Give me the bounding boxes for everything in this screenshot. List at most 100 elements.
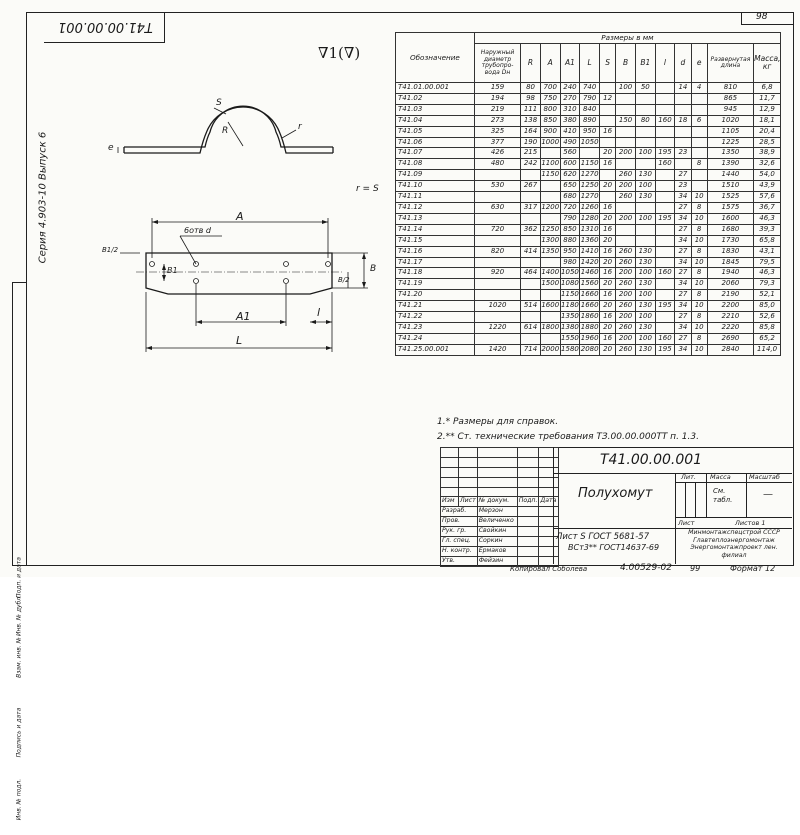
table-cell: 130 bbox=[634, 278, 656, 291]
table-cell: 1020 bbox=[706, 114, 755, 127]
part-title: Полухомут bbox=[578, 486, 653, 501]
table-cell: 1660 bbox=[579, 289, 600, 302]
title-vdivider bbox=[675, 473, 676, 564]
table-cell: 130 bbox=[634, 343, 656, 356]
table-cell: 6 bbox=[690, 114, 708, 127]
table-cell: 840 bbox=[579, 103, 600, 116]
table-cell: 1800 bbox=[539, 321, 561, 334]
sheet-frame bbox=[26, 12, 794, 566]
table-cell bbox=[654, 311, 676, 323]
row-designation: Т41.10 bbox=[395, 180, 475, 193]
table-cell: 950 bbox=[579, 125, 600, 138]
table-cell bbox=[654, 169, 676, 182]
table-cell bbox=[615, 125, 636, 138]
table-cell: 1940 bbox=[706, 267, 755, 280]
table-cell bbox=[654, 180, 676, 193]
dimensions-table: Обозначение Размеры в мм Наружный диамет… bbox=[395, 32, 782, 356]
footer-page: 99 bbox=[690, 564, 701, 573]
table-cell bbox=[634, 125, 656, 138]
table-cell: 16 bbox=[598, 332, 617, 345]
doc-number: Т41.00.00.001 bbox=[600, 452, 703, 468]
side-view-outer bbox=[124, 105, 333, 148]
table-cell: 270 bbox=[559, 92, 581, 105]
table-cell bbox=[473, 289, 522, 302]
row-designation: Т41.21 bbox=[395, 300, 475, 313]
table-cell: 2220 bbox=[706, 321, 755, 334]
table-cell: 100 bbox=[634, 180, 656, 193]
rotated-stamp: Т41.00.00.001 bbox=[44, 12, 165, 43]
signature-row: Гл. спец.Соркин bbox=[440, 536, 560, 547]
table-cell: 27 bbox=[674, 289, 692, 302]
row-designation: Т41.17 bbox=[395, 256, 475, 269]
strip-label-podpis: Подпись и дата bbox=[15, 707, 23, 758]
table-cell: 1260 bbox=[579, 201, 600, 214]
sheet-number: 98 bbox=[756, 12, 768, 22]
signature-header: Изм bbox=[440, 496, 459, 508]
table-cell bbox=[634, 201, 656, 214]
left-strip bbox=[12, 282, 27, 566]
table-cell: 80 bbox=[634, 114, 656, 127]
table-cell: 1100 bbox=[539, 158, 561, 171]
table-cell: 1350 bbox=[706, 147, 755, 160]
table-cell bbox=[674, 125, 692, 138]
table-cell: 85,8 bbox=[753, 321, 781, 334]
table-cell: 1460 bbox=[579, 267, 600, 280]
organization: Минмонтажспецстрой СССР Главтеплоэнергом… bbox=[688, 529, 780, 559]
table-cell bbox=[690, 169, 708, 182]
table-cell: 190 bbox=[520, 136, 541, 149]
mass-label: Масса bbox=[710, 473, 731, 481]
col-header: d bbox=[674, 43, 692, 83]
table-cell: 14 bbox=[674, 82, 692, 94]
table-cell: 1420 bbox=[473, 343, 522, 356]
table-cell: 1350 bbox=[539, 245, 561, 258]
table-cell bbox=[615, 136, 636, 149]
table-cell: 2080 bbox=[579, 343, 600, 356]
table-cell: 50 bbox=[634, 82, 656, 94]
table-cell: 20 bbox=[598, 256, 617, 269]
table-cell: 850 bbox=[559, 223, 581, 236]
table-cell: 160 bbox=[654, 158, 676, 171]
row-designation: Т41.07 bbox=[395, 147, 475, 160]
table-cell: 200 bbox=[615, 267, 636, 280]
table-cell: 195 bbox=[654, 343, 676, 356]
table-cell bbox=[539, 147, 561, 160]
table-cell: 1150 bbox=[559, 289, 581, 302]
table-cell: 100 bbox=[634, 289, 656, 302]
table-cell: 614 bbox=[520, 321, 541, 334]
table-cell bbox=[654, 223, 676, 236]
row-designation: Т41.03 bbox=[395, 103, 475, 116]
table-cell: 200 bbox=[615, 212, 636, 225]
table-cell: 8 bbox=[690, 311, 708, 323]
table-cell: 160 bbox=[654, 332, 676, 345]
signature-role: Пров. bbox=[440, 516, 478, 528]
table-cell: 219 bbox=[473, 103, 522, 116]
signature-row: Пров.Величенко bbox=[440, 516, 560, 528]
table-cell: 490 bbox=[559, 136, 581, 149]
table-cell: 560 bbox=[559, 147, 581, 160]
table-cell: 16 bbox=[598, 201, 617, 214]
side-s-leader bbox=[213, 107, 227, 115]
table-cell: 20 bbox=[598, 300, 617, 313]
table-cell: 16 bbox=[598, 125, 617, 138]
table-cell: 54,0 bbox=[753, 169, 781, 182]
table-cell: 600 bbox=[559, 158, 581, 171]
material-line-1: Лист S ГОСТ 5681-57 bbox=[556, 532, 650, 542]
row-designation: Т41.19 bbox=[395, 278, 475, 291]
hole-6 bbox=[325, 261, 331, 267]
col-header: Развернутая длина bbox=[706, 43, 755, 83]
table-cell bbox=[674, 136, 692, 149]
col-header: Наружный диаметр трубопро-вода Dн bbox=[473, 43, 522, 83]
table-cell: 200 bbox=[615, 289, 636, 302]
table-cell: 130 bbox=[634, 321, 656, 334]
table-cell: 10 bbox=[690, 212, 708, 225]
row-designation: Т41.16 bbox=[395, 245, 475, 258]
table-cell bbox=[654, 278, 676, 291]
signature-row: Разраб.Мерзон bbox=[440, 506, 560, 518]
table-cell: 1410 bbox=[579, 245, 600, 258]
table-cell: 130 bbox=[634, 169, 656, 182]
table-cell bbox=[654, 125, 676, 138]
table-cell: 138 bbox=[520, 114, 541, 127]
